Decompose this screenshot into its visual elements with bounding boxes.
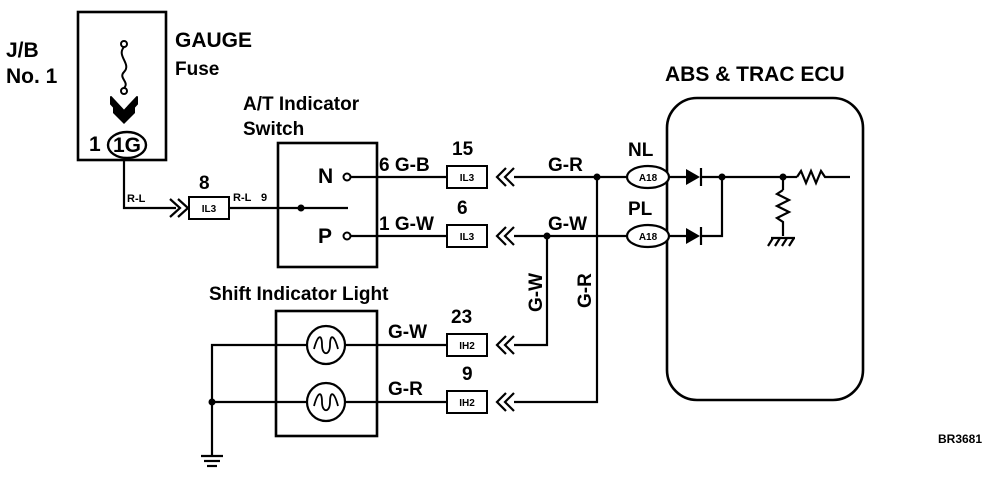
shift-light-title: Shift Indicator Light	[209, 284, 389, 305]
fuse-icon	[120, 40, 128, 95]
wire-label-r-l-left: R-L	[127, 193, 146, 205]
switch-title: A/T Indicator	[243, 94, 360, 115]
bulb-icon	[305, 324, 347, 366]
ground-icon	[201, 454, 223, 468]
conn-23-box	[446, 333, 488, 357]
junction-block-box	[76, 10, 168, 162]
terminal-connector-label: 1G	[113, 134, 141, 157]
wire-r-l-left	[122, 160, 176, 210]
wire-label-g-r-light: G-R	[388, 379, 423, 400]
conn-8-code: IL3	[202, 204, 217, 215]
wire-label-g-w-light: G-W	[388, 322, 427, 343]
conn-6-number: 6	[457, 198, 468, 219]
conn-8-number: 8	[199, 173, 210, 194]
conn-15-box	[446, 165, 488, 189]
wire-g-w-vertical	[514, 236, 549, 347]
switch-p-label: P	[318, 225, 332, 248]
wire-label-r-l-right: R-L	[233, 192, 252, 204]
ecu-nl-label: NL	[628, 140, 654, 161]
splice-point	[208, 398, 216, 406]
conn-23-number: 23	[451, 307, 472, 328]
shift-indicator-light: Shift Indicator Light	[209, 284, 389, 438]
pin-9-label: 9	[261, 192, 267, 204]
wire-g-r-vertical	[514, 177, 599, 404]
jb-number-label: No. 1	[6, 65, 58, 88]
ecu-pl-code: A18	[639, 232, 658, 243]
abs-trac-ecu: ABS & TRAC ECU NL A18 PL A18	[625, 63, 865, 402]
wire-label-g-w-mid: G-W	[548, 214, 587, 235]
resistor-icon	[796, 168, 850, 186]
switch-title-2: Switch	[243, 119, 304, 140]
terminal-connector-1g	[106, 130, 148, 160]
at-indicator-switch: A/T Indicator Switch N P	[243, 94, 379, 269]
conn-15-number: 15	[452, 139, 474, 160]
chevron-icon	[495, 226, 515, 246]
ground-icon	[767, 236, 795, 247]
fuse-type-label: Fuse	[175, 59, 219, 80]
wire-ground-return	[210, 343, 307, 455]
gauge-fuse-name: GAUGE	[175, 29, 252, 52]
bulb-icon	[305, 381, 347, 423]
conn-9-box	[446, 390, 488, 414]
switch-n-label: N	[318, 165, 333, 188]
shift-light-box	[274, 309, 379, 438]
chevron-icon	[495, 392, 515, 412]
switch-box	[276, 141, 379, 269]
ecu-box	[665, 96, 865, 402]
terminal-number: 1	[89, 133, 101, 156]
junction-block: J/B No. 1 GAUGE Fuse 1 1G	[6, 10, 252, 162]
resistor-icon	[774, 189, 792, 236]
ecu-title: ABS & TRAC ECU	[665, 63, 845, 86]
diode-icon	[686, 168, 703, 186]
ecu-pl-label: PL	[628, 199, 653, 220]
jb-label: J/B	[6, 39, 39, 62]
conn-6-box	[446, 224, 488, 248]
chevron-icon	[495, 167, 515, 187]
reference-code: BR3681	[938, 432, 982, 446]
diode-icon	[686, 227, 703, 245]
switch-p-terminal	[342, 231, 352, 241]
wire-label-g-r-vertical: G-R	[575, 273, 596, 308]
conn-6-code: IL3	[460, 232, 475, 243]
conn-9-number: 9	[462, 364, 473, 385]
chevron-icon	[495, 335, 515, 355]
connector-chevron-icon	[110, 96, 138, 119]
wire-label-g-w-vertical: G-W	[526, 273, 547, 312]
wire-label-g-r-top: G-R	[548, 155, 583, 176]
wire-label-g-w-switch: 1 G-W	[379, 214, 434, 235]
conn-23-code: IH2	[459, 341, 475, 352]
switch-n-terminal	[342, 172, 352, 182]
ecu-nl-code: A18	[639, 173, 658, 184]
conn-15-code: IL3	[460, 173, 475, 184]
wire-label-g-b: 6 G-B	[379, 155, 430, 176]
conn-9-code: IH2	[459, 398, 475, 409]
